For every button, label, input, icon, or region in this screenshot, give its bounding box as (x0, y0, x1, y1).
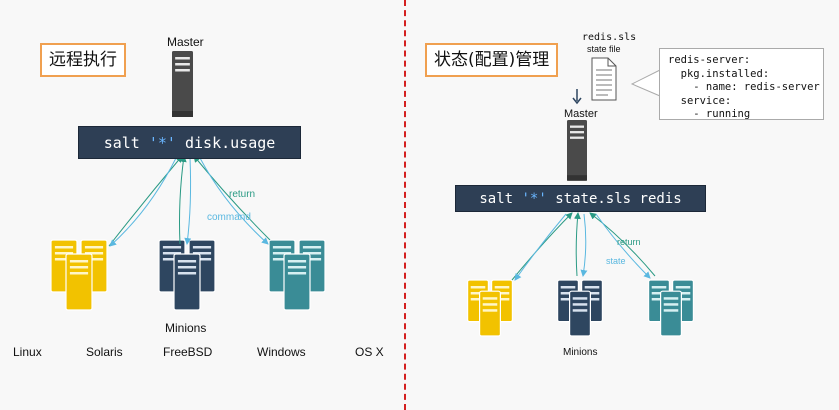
command-arrows (108, 155, 271, 247)
minions-label: Minions (563, 347, 598, 358)
yaml-state-box: redis-server: pkg.installed: - name: red… (659, 48, 824, 120)
command-bar: salt '*' state.sls redis (456, 186, 705, 211)
state-arrows (511, 212, 656, 281)
state-label: state (606, 256, 626, 266)
os-label-freebsd: FreeBSD (163, 345, 213, 359)
server-cluster-icon (268, 239, 326, 311)
command-label: command (207, 212, 251, 223)
state-file-name: redis.sls (582, 32, 637, 43)
command-prefix: salt (479, 190, 522, 207)
server-cluster-icon (467, 279, 514, 337)
server-cluster-icon (50, 239, 108, 311)
panel-divider (404, 0, 406, 410)
command-prefix: salt (103, 133, 149, 152)
return-label: return (617, 237, 641, 247)
os-label-osx: OS X (355, 345, 384, 359)
state-file-caption: state file (587, 44, 621, 54)
document-icon (591, 57, 617, 101)
remote-execution-title: 远程执行 (40, 43, 126, 77)
command-target: '*' (148, 133, 176, 152)
arrow-down-icon (572, 89, 582, 105)
master-label: Master (167, 35, 204, 49)
callout-pointer (630, 69, 661, 97)
server-cluster-icon (556, 279, 603, 337)
server-cluster-icon (647, 279, 694, 337)
command-suffix: state.sls redis (546, 190, 682, 207)
os-label-linux: Linux (13, 345, 42, 359)
server-cluster-icon (158, 239, 216, 311)
command-target: '*' (521, 190, 547, 207)
command-suffix: disk.usage (175, 133, 276, 152)
return-label: return (229, 189, 256, 200)
master-server-icon (172, 51, 193, 117)
master-label: Master (564, 108, 598, 120)
command-bar: salt '*' disk.usage (79, 127, 300, 158)
os-label-windows: Windows (257, 345, 306, 359)
master-server-icon (567, 120, 587, 181)
state-management-title: 状态(配置)管理 (425, 43, 559, 77)
minions-label: Minions (165, 321, 207, 335)
os-label-solaris: Solaris (86, 345, 123, 359)
